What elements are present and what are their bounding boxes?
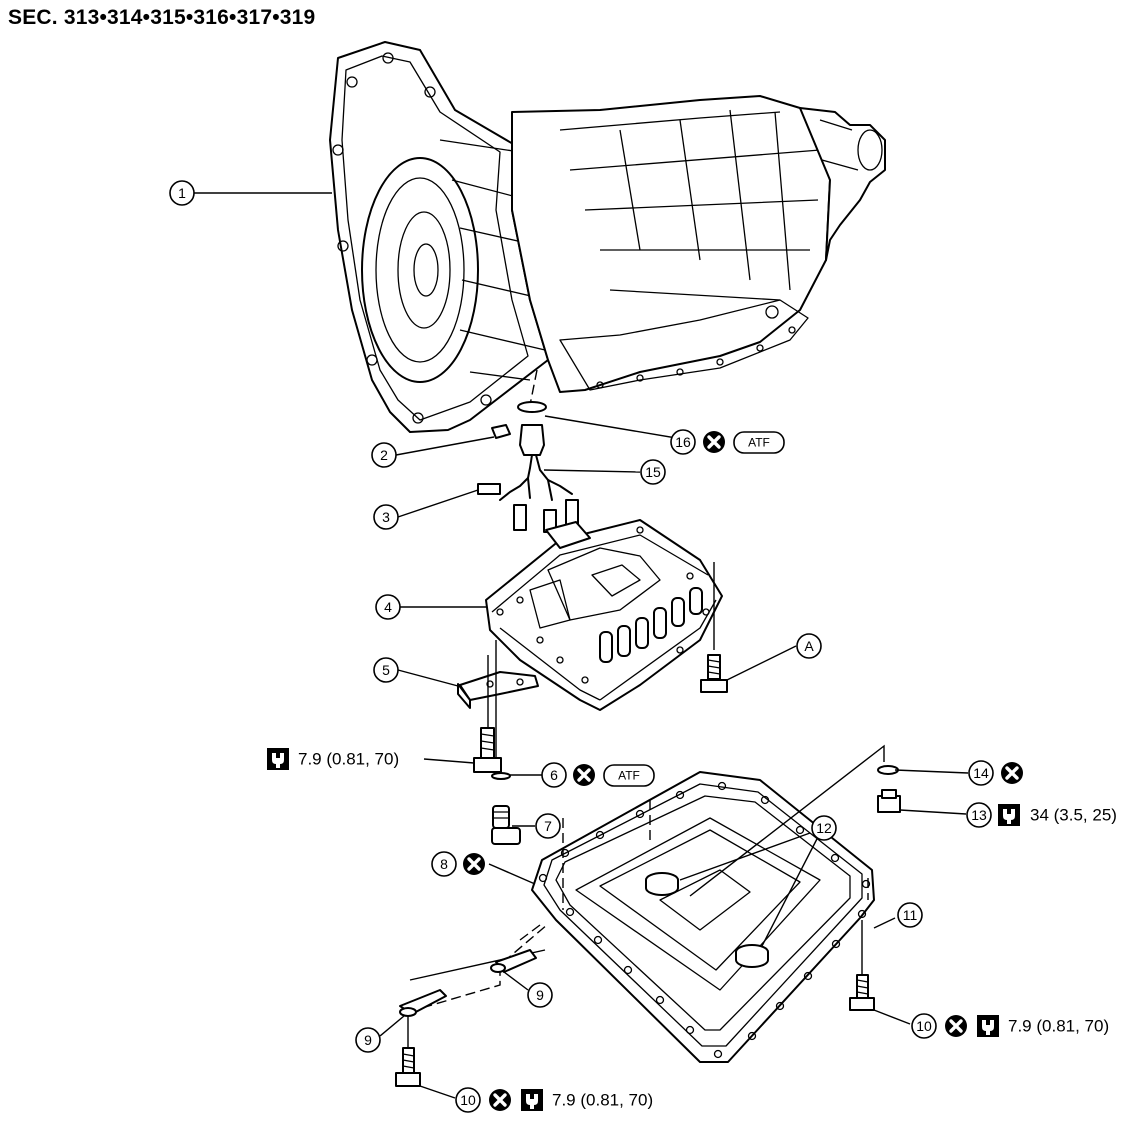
torque-spec-drain-plug: 34 (3.5, 25) [1030,806,1117,825]
svg-text:13: 13 [971,807,987,823]
do-not-reuse-icon [999,760,1025,786]
callout-5: 5 [373,657,399,683]
do-not-reuse-icon [701,429,727,455]
section-title: SEC. 313•314•315•316•317•319 [8,6,316,29]
atf-apply-icon: ATF [733,431,785,454]
pan-bolt-bottom [395,1016,421,1087]
torque-spec-pan-bolt-right: 7.9 (0.81, 70) [1008,1017,1109,1036]
callout-14: 14 [968,760,994,786]
drain-plug-13 [877,765,901,813]
oil-strainer-7 [491,805,521,845]
bolt-a [700,562,728,693]
pan-bolt-right [849,920,875,1011]
callout-4: 4 [375,594,401,620]
torque-wrench-icon [998,804,1020,826]
svg-text:7: 7 [544,818,552,834]
atf-apply-icon: ATF [603,764,655,787]
callout-7: 7 [535,813,561,839]
svg-text:4: 4 [384,599,392,615]
do-not-reuse-icon [461,851,487,877]
svg-text:10: 10 [460,1092,476,1108]
o-ring-16 [517,401,547,413]
svg-text:15: 15 [645,464,661,480]
callout-10-right: 10 [911,1013,937,1039]
leader-lines [194,192,969,1099]
pan-bracket-9 [399,949,537,1017]
callout-1: 1 [169,180,195,206]
svg-text:8: 8 [440,856,448,872]
callout-16: 16 [670,429,696,455]
torque-wrench-icon [521,1089,543,1111]
do-not-reuse-icon [487,1087,513,1113]
svg-text:5: 5 [382,662,390,678]
torque-spec-pan-bolt-bottom: 7.9 (0.81, 70) [552,1091,653,1110]
valve-bolt [473,727,502,773]
svg-text:34 (3.5, 25): 34 (3.5, 25) [1030,806,1117,825]
svg-text:7.9 (0.81, 70): 7.9 (0.81, 70) [298,750,399,769]
do-not-reuse-icon [571,762,597,788]
svg-text:16: 16 [675,434,691,450]
bracket-5 [457,671,539,709]
svg-text:A: A [804,638,814,654]
callout-10-bottom: 10 [455,1087,481,1113]
svg-text:11: 11 [903,907,918,923]
torque-wrench-icon [977,1015,999,1037]
callout-2: 2 [371,442,397,468]
callout-13: 13 [966,802,992,828]
oil-pan [531,771,875,1063]
svg-text:ATF: ATF [748,436,770,450]
svg-text:1: 1 [178,185,186,201]
callout-8: 8 [431,851,457,877]
callout-15: 15 [640,459,666,485]
svg-text:12: 12 [816,820,832,836]
svg-text:10: 10 [916,1018,932,1034]
svg-text:2: 2 [380,447,388,463]
svg-text:7.9 (0.81, 70): 7.9 (0.81, 70) [552,1091,653,1110]
lip-seal-6 [491,772,511,780]
callout-a: A [796,633,822,659]
callout-6: 6 [541,762,567,788]
torque-spec-valve-bolt: 7.9 (0.81, 70) [298,750,399,769]
svg-text:14: 14 [973,765,989,781]
svg-text:7.9 (0.81, 70): 7.9 (0.81, 70) [1008,1017,1109,1036]
do-not-reuse-icon [943,1013,969,1039]
control-valve-assembly [485,519,723,711]
terminal-cord-assembly [477,424,579,533]
callout-9-left: 9 [355,1027,381,1053]
transmission-assembly [329,41,886,433]
callout-12: 12 [811,815,837,841]
callout-11: 11 [897,902,923,928]
callout-3: 3 [373,504,399,530]
svg-text:3: 3 [382,509,390,525]
svg-text:9: 9 [364,1032,372,1048]
svg-text:9: 9 [536,987,544,1003]
torque-wrench-icon [267,748,289,770]
callout-9-right: 9 [527,982,553,1008]
svg-text:6: 6 [550,767,558,783]
svg-text:ATF: ATF [618,769,640,783]
